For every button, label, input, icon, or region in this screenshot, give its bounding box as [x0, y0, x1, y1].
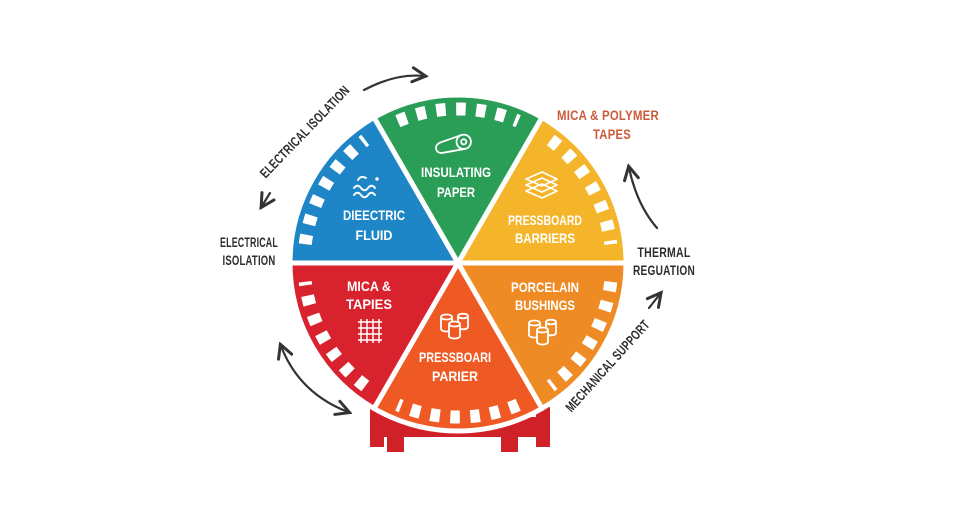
segment-label: PARIER — [432, 368, 478, 384]
paper-roll-icon — [435, 133, 472, 154]
arrows — [262, 76, 660, 412]
ticks-bottom-right — [546, 280, 618, 392]
segment-label: MICA & — [347, 278, 391, 294]
label-electrical-left-line1: ELECTRICAL — [220, 235, 278, 250]
segment-label: TAPIES — [346, 296, 392, 312]
segment-label: BARRIERS — [515, 230, 575, 246]
arrow-down-left — [262, 193, 270, 206]
segment-pressboard-paper — [371, 260, 545, 434]
segment-label: PRESSBOARI — [419, 349, 491, 365]
label-mica-polymer-line2: TAPES — [593, 127, 631, 142]
label-electrical-left-line2: ISOLATION — [223, 253, 276, 268]
stacked-sheets-icon — [525, 171, 558, 199]
segment-label: PRESSBOARD — [508, 212, 582, 228]
mica-polymer-label: MICA & POLYMER TAPES — [557, 108, 659, 142]
segment-label: INSULATING — [421, 164, 491, 180]
segment-insulating-paper — [371, 92, 545, 266]
stand-left-leg — [387, 436, 404, 452]
segment-label: DIEECTRIC — [343, 207, 405, 223]
ticks-bottom-left — [298, 280, 370, 392]
label-mica-polymer-line1: MICA & POLYMER — [557, 108, 659, 123]
segment-dielectric-fluid — [287, 115, 461, 266]
fluid-waves-icon — [353, 175, 379, 199]
ticks-bottom — [395, 398, 521, 424]
ticks-top-right — [546, 134, 618, 246]
segment-label: FLUID — [356, 227, 393, 243]
ticks-top — [395, 102, 521, 128]
rim-ticks — [298, 102, 618, 424]
ticks-top-left — [298, 134, 370, 246]
label-thermal-line2: REGUATION — [633, 263, 695, 278]
segment-label: BUSHINGS — [515, 297, 575, 313]
arrow-right-curve — [629, 168, 659, 230]
segment-pressboard-barriers — [455, 115, 629, 266]
arrow-top-curve — [362, 76, 424, 92]
wedge-labels: INSULATING PAPER PRESSBOARD BARRIERS POR… — [343, 164, 582, 384]
arrow-up-right — [649, 294, 660, 310]
segment-label: PAPER — [437, 184, 475, 200]
wedge-icons — [353, 133, 558, 346]
label-thermal-line1: THERMAL — [638, 245, 691, 260]
woven-tape-icon — [358, 319, 382, 343]
stand-right-leg — [501, 436, 518, 452]
segment-label: PORCELAIN — [511, 279, 579, 295]
arrow-bottom-left-double — [281, 346, 348, 412]
